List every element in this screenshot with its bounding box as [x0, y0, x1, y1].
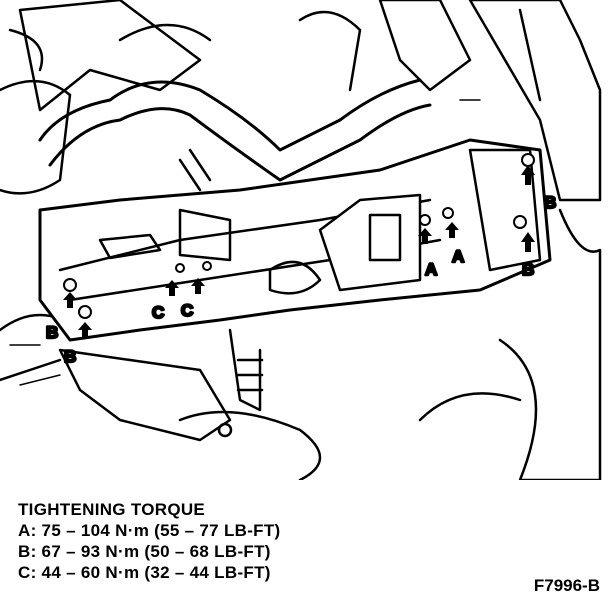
callout-a-left: A [425, 260, 437, 279]
suspension-crossmember-illustration: B B A A C C B B [0, 0, 602, 480]
lower-bracket [58, 348, 322, 480]
callout-a-right: A [452, 247, 464, 266]
arrow-c-left [165, 280, 179, 296]
arrow-b-lower-right [521, 232, 535, 252]
bolt-b-left-lower [78, 305, 92, 319]
arrow-a-left [418, 228, 432, 244]
crossmember [38, 138, 552, 342]
torque-heading: TIGHTENING TORQUE [18, 500, 206, 519]
hose [38, 78, 432, 192]
bolt-b-lower-right [513, 215, 527, 229]
callout-c-right: C [181, 301, 193, 320]
bolt-c-left [175, 263, 185, 273]
torque-specifications: TIGHTENING TORQUE A: 75 – 104 N·m (55 – … [18, 499, 281, 583]
arrow-c-right [191, 278, 205, 294]
bolts [63, 153, 535, 319]
arrow-a-right [445, 222, 459, 238]
arrow-b-left-upper [63, 292, 77, 308]
callout-b-top-right: B [544, 193, 556, 212]
figure-id: F7996-B [533, 576, 600, 595]
callout-b-left-lower: B [64, 347, 76, 366]
leader-lines [9, 99, 481, 386]
arrow-b-top-right [521, 165, 535, 185]
callout-c-left: C [152, 303, 164, 322]
callout-b-lower-right: B [522, 260, 534, 279]
torque-line-c: C: 44 – 60 N·m (32 – 44 LB-FT) [18, 563, 271, 582]
tie-rod [98, 233, 264, 412]
arrow-b-left-lower [78, 322, 92, 338]
bolt-a-right [442, 207, 454, 219]
torque-line-b: B: 67 – 93 N·m (50 – 68 LB-FT) [18, 542, 271, 561]
bolt-c-right [202, 261, 212, 271]
bolt-b-top-right [521, 153, 535, 167]
callout-b-left-upper: B [46, 323, 58, 342]
bolt-a-left [419, 214, 431, 226]
pointer-arrows [63, 165, 535, 338]
bolt-b-left-upper [63, 278, 77, 292]
torque-line-a: A: 75 – 104 N·m (55 – 77 LB-FT) [18, 521, 281, 540]
